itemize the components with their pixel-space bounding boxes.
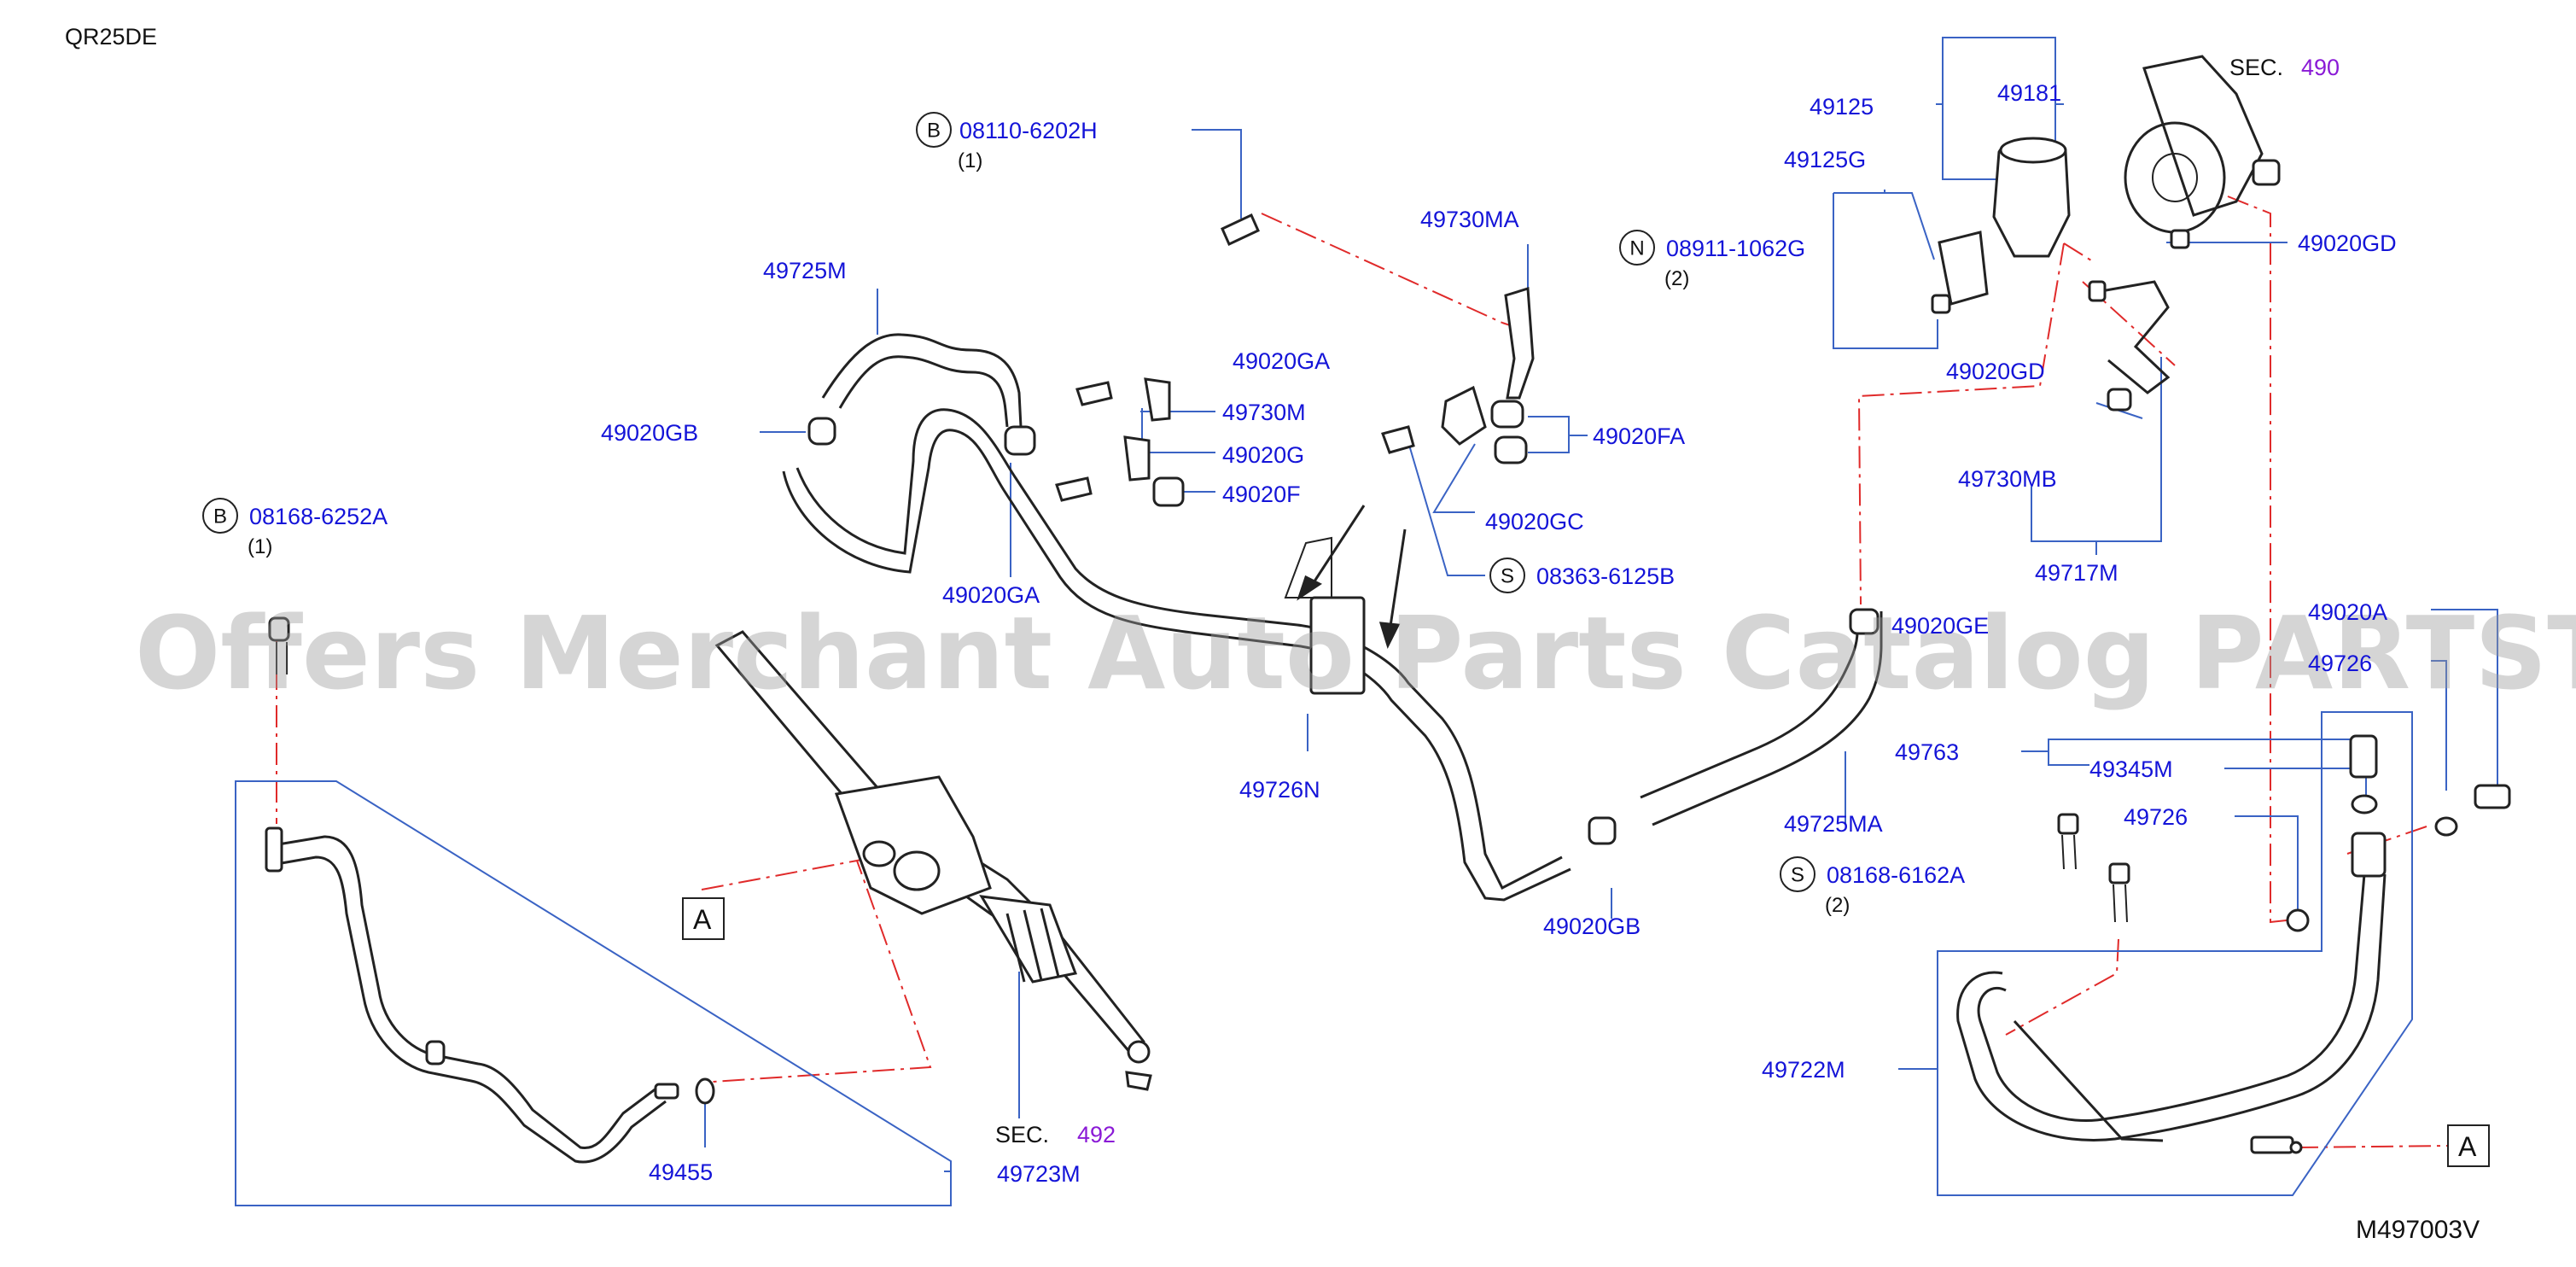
bolt-qty-s-right: (2) [1825,894,1850,917]
hose-49725m [821,333,1023,428]
section-492-prefix: SEC. [995,1122,1049,1147]
bolt-qty-b-top: (1) [958,149,982,172]
part-label-49717m[interactable]: 49717M [2035,560,2118,586]
ref-box-a-right: A [2447,1124,2490,1167]
part-label-49726-top[interactable]: 49726 [2308,651,2372,676]
bolt-prefix-s-mid: S [1501,565,1514,588]
pump-pulley [2124,121,2226,234]
hose-49725ma [1640,610,1861,799]
section-492-number: 492 [1077,1122,1116,1147]
part-label-49125[interactable]: 49125 [1810,94,1874,120]
bracket-block [1309,596,1366,695]
bolt-number-b-top: 08110-6202H [959,118,1098,143]
bolt-49020a [2474,784,2511,809]
ref-a-right-text: A [2458,1131,2477,1162]
part-label-49020ge[interactable]: 49020GE [1891,613,1989,639]
bolt-08168 [268,616,290,642]
bolt-08110 [1221,213,1260,247]
bolt-prefix-s-right: S [1791,864,1804,887]
part-label-49345m[interactable]: 49345M [2089,756,2173,782]
bolt-number-s-mid: 08363-6125B [1536,563,1675,589]
part-label-49722m[interactable]: 49722M [1762,1057,1845,1083]
bolt-number-n: 08911-1062G [1666,236,1805,261]
part-label-49730mb[interactable]: 49730MB [1958,466,2057,492]
fitting-49763 [2349,734,2378,779]
bolt-number-s-right: 08168-6162A [1827,862,1965,888]
part-label-49020ga-top[interactable]: 49020GA [1233,348,1330,374]
tube-49723m [272,835,658,1150]
diagram-code-label: M497003V [2356,1216,2480,1244]
part-label-49125g[interactable]: 49125G [1784,147,1866,172]
bolt-qty-b-left: (1) [248,535,272,558]
washer-49455 [695,1077,715,1105]
part-label-49020gc[interactable]: 49020GC [1485,509,1584,534]
part-label-49020f[interactable]: 49020F [1222,482,1301,507]
part-labels: 49725M 49020GB 49020GA 49020GA 49730MA 4… [601,80,2397,1187]
section-492-label: SEC. 492 [995,1122,1116,1147]
hose-49717m [2095,280,2171,394]
part-label-49020gd-left[interactable]: 49020GD [1946,359,2045,384]
bracket-49730ma [1504,287,1535,400]
bolt-number-b-left: 08168-6252A [249,504,388,529]
tube-49726n [796,408,1563,890]
bolt-callout-08363-6125b: S 08363-6125B [1489,558,1675,593]
bolt-callout-08168-6252a: B 08168-6252A (1) [202,498,388,558]
ref-box-a-left: A [682,897,725,940]
clamp-49020gb [807,417,836,446]
part-label-49726n[interactable]: 49726N [1239,777,1320,803]
bolt-prefix-n: N [1629,237,1644,260]
part-label-49725ma[interactable]: 49725MA [1784,811,1883,837]
clamp-49020gb-b [1588,816,1617,845]
power-steering-lines [265,55,2511,1164]
part-label-49020ga-bottom[interactable]: 49020GA [942,582,1040,608]
part-label-49763[interactable]: 49763 [1895,739,1959,765]
oring-49345m [2351,794,2378,814]
bolt-callout-08168-6162a: S 08168-6162A (2) [1780,856,1965,917]
part-label-49730m[interactable]: 49730M [1222,400,1306,425]
part-label-49726-mid[interactable]: 49726 [2124,804,2188,830]
washer-49726-b [2286,908,2310,932]
part-label-49020fa[interactable]: 49020FA [1593,423,1685,449]
bolt-49020g [1055,476,1093,502]
bolt-callout-08911-1062g: N 08911-1062G (2) [1619,230,1805,290]
clamp-49020ge [1849,608,1880,635]
part-label-49725m[interactable]: 49725M [763,258,847,283]
section-490-number: 490 [2301,55,2340,80]
engine-code-label: QR25DE [65,24,157,50]
bolt-callout-08110-6202h: B 08110-6202H (1) [916,112,1098,172]
bolt-49730m [1075,381,1113,406]
part-label-49181[interactable]: 49181 [1997,80,2061,106]
watermark: Offers Merchant Auto Parts Catalog PARTS… [135,594,2576,712]
part-label-49020gd-right[interactable]: 49020GD [2298,231,2397,256]
clamp-49020ga [1004,425,1036,456]
bolt-08168-6162a [2057,813,2079,835]
washer-49726-a [2434,816,2458,837]
part-label-49455[interactable]: 49455 [649,1159,713,1185]
part-label-49020g[interactable]: 49020G [1222,442,1304,468]
clamp-49730mb [2107,388,2132,412]
part-label-49730ma[interactable]: 49730MA [1420,207,1519,232]
section-490-label: SEC. 490 [2229,55,2340,80]
part-label-49723m[interactable]: 49723M [997,1161,1081,1187]
section-490-prefix: SEC. [2229,55,2283,80]
ref-a-left-text: A [693,904,712,935]
bolt-qty-n: (2) [1664,267,1689,290]
hose-49722m [1977,873,2366,1123]
part-label-49020a[interactable]: 49020A [2308,599,2387,625]
part-label-49020gb-bottom[interactable]: 49020GB [1543,914,1641,939]
part-label-49020gb-left[interactable]: 49020GB [601,420,698,446]
bolt-prefix-b-left: B [213,505,227,528]
bolt-prefix-b-top: B [927,120,941,143]
